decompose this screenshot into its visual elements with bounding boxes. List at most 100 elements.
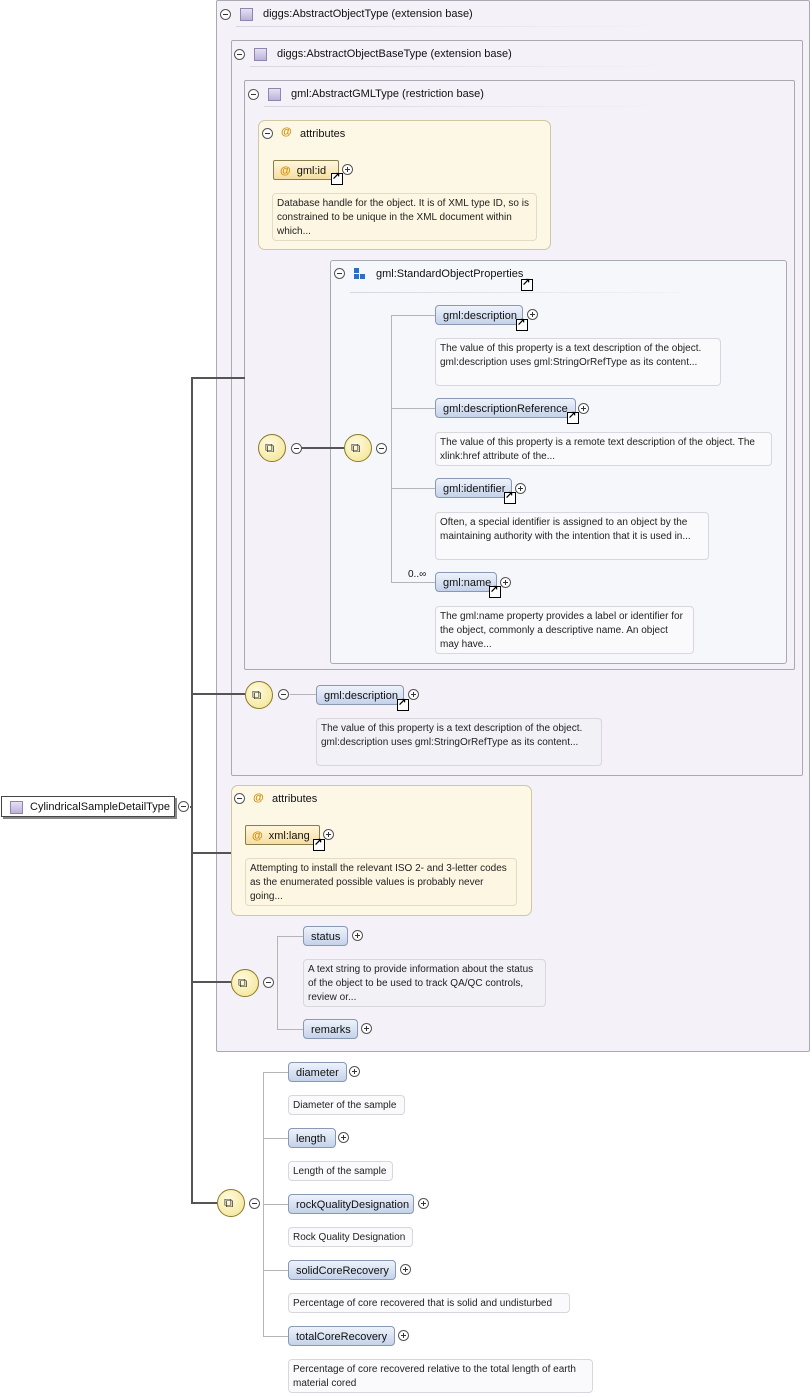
element-documentation: Length of the sample — [288, 1161, 393, 1181]
element-length[interactable]: length — [288, 1128, 336, 1148]
cardinality-label: 0..∞ — [408, 569, 427, 580]
expand-toggle[interactable] — [408, 689, 419, 700]
connector — [391, 408, 435, 409]
expand-toggle[interactable] — [361, 1023, 372, 1034]
reference-arrow-icon[interactable] — [516, 317, 528, 331]
attribute-documentation: Database handle for the object. It is of… — [272, 193, 537, 241]
expand-toggle[interactable] — [418, 1198, 429, 1209]
collapse-toggle[interactable] — [249, 1198, 260, 1209]
complex-type-icon — [268, 88, 281, 101]
reference-arrow-icon[interactable] — [397, 697, 409, 711]
expand-toggle[interactable] — [342, 164, 353, 175]
complex-type-icon — [254, 48, 267, 61]
expand-toggle[interactable] — [400, 1264, 411, 1275]
element-total-core-recovery[interactable]: totalCoreRecovery — [288, 1326, 395, 1346]
group-label: gml:StandardObjectProperties — [376, 268, 524, 280]
attributes-header: attributes — [300, 128, 346, 140]
sequence-compositor[interactable]: ⧉ — [245, 681, 273, 709]
divider — [264, 106, 664, 107]
attribute-icon: @ — [253, 792, 264, 804]
expand-toggle[interactable] — [323, 829, 334, 840]
connector — [191, 377, 245, 379]
connector — [391, 582, 435, 583]
expand-toggle[interactable] — [349, 1066, 360, 1077]
element-gml-description[interactable]: gml:description — [316, 685, 404, 705]
connector — [300, 447, 344, 449]
base-type-label: diggs:AbstractObjectType (extension base… — [263, 8, 473, 20]
expand-toggle[interactable] — [515, 483, 526, 494]
element-status[interactable]: status — [303, 926, 348, 946]
expand-toggle[interactable] — [578, 403, 589, 414]
connector — [277, 1029, 303, 1030]
element-documentation: Often, a special identifier is assigned … — [435, 512, 709, 560]
root-label: CylindricalSampleDetailType — [30, 801, 171, 813]
connector — [263, 1138, 288, 1139]
expand-toggle[interactable] — [338, 1132, 349, 1143]
complex-type-icon — [10, 801, 23, 814]
base-type-label: diggs:AbstractObjectBaseType (extension … — [277, 48, 512, 60]
element-solid-core-recovery[interactable]: solidCoreRecovery — [288, 1260, 396, 1280]
attributes-header: attributes — [272, 793, 318, 805]
complex-type-icon — [240, 8, 253, 21]
element-documentation: A text string to provide information abo… — [303, 959, 546, 1007]
expand-toggle[interactable] — [398, 1330, 409, 1341]
connector — [191, 981, 231, 983]
connector — [263, 1072, 288, 1073]
reference-arrow-icon[interactable] — [313, 837, 325, 851]
collapse-toggle[interactable] — [234, 49, 245, 60]
attribute-gml-id[interactable]: @gml:id — [273, 160, 339, 180]
element-gml-description[interactable]: gml:description — [435, 305, 523, 325]
divider — [236, 26, 666, 27]
collapse-toggle[interactable] — [334, 268, 345, 279]
connector — [391, 488, 435, 489]
element-rock-quality-designation[interactable]: rockQualityDesignation — [288, 1194, 414, 1214]
sequence-compositor[interactable]: ⧉ — [231, 969, 259, 997]
attribute-label: gml:id — [296, 165, 327, 177]
collapse-toggle[interactable] — [278, 689, 289, 700]
element-documentation: Percentage of core recovered that is sol… — [288, 1293, 570, 1313]
connector — [277, 936, 278, 1029]
attribute-label: xml:lang — [268, 830, 310, 842]
sequence-compositor[interactable]: ⧉ — [344, 434, 372, 462]
element-remarks[interactable]: remarks — [303, 1019, 358, 1039]
connector — [290, 694, 316, 695]
reference-arrow-icon[interactable] — [331, 171, 343, 185]
attribute-xml-lang[interactable]: @ xml:lang — [245, 825, 320, 845]
reference-arrow-icon[interactable] — [489, 584, 501, 598]
element-gml-name[interactable]: gml:name — [435, 572, 497, 592]
collapse-toggle[interactable] — [248, 89, 259, 100]
sequence-compositor[interactable]: ⧉ — [217, 1189, 245, 1217]
collapse-toggle[interactable] — [291, 443, 302, 454]
collapse-toggle[interactable] — [220, 9, 231, 20]
collapse-toggle[interactable] — [178, 801, 189, 812]
connector — [391, 315, 392, 582]
collapse-toggle[interactable] — [376, 443, 387, 454]
connector — [191, 852, 231, 854]
element-documentation: The value of this property is a text des… — [435, 338, 721, 386]
element-documentation: The value of this property is a remote t… — [435, 432, 772, 466]
element-diameter[interactable]: diameter — [288, 1062, 347, 1082]
expand-toggle[interactable] — [352, 930, 363, 941]
connector — [263, 1336, 288, 1337]
connector — [263, 1270, 288, 1271]
reference-arrow-icon[interactable] — [521, 277, 533, 291]
element-documentation: Percentage of core recovered relative to… — [288, 1359, 593, 1393]
collapse-toggle[interactable] — [263, 977, 274, 988]
element-documentation: Rock Quality Designation — [288, 1227, 413, 1247]
element-gml-description-reference[interactable]: gml:descriptionReference — [435, 398, 576, 418]
collapse-toggle[interactable] — [234, 793, 245, 804]
sequence-compositor[interactable]: ⧉ — [258, 434, 286, 462]
element-documentation: The value of this property is a text des… — [316, 718, 602, 766]
element-gml-identifier[interactable]: gml:identifier — [435, 478, 512, 498]
expand-toggle[interactable] — [527, 309, 538, 320]
connector — [263, 1204, 288, 1205]
attribute-icon: @ — [252, 830, 263, 842]
base-type-label: gml:AbstractGMLType (restriction base) — [291, 88, 484, 100]
root-complex-type[interactable]: CylindricalSampleDetailType — [1, 796, 175, 817]
connector — [191, 693, 245, 695]
divider — [250, 66, 670, 67]
reference-arrow-icon[interactable] — [504, 490, 516, 504]
collapse-toggle[interactable] — [262, 128, 273, 139]
expand-toggle[interactable] — [500, 577, 511, 588]
reference-arrow-icon[interactable] — [567, 410, 579, 424]
